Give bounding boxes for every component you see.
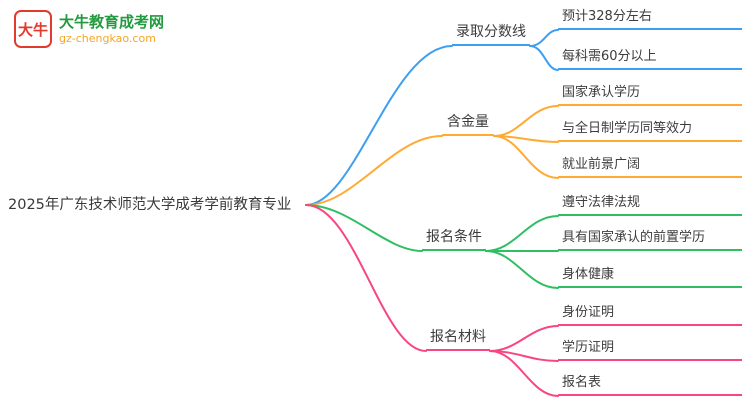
- logo-text-block: 大牛教育成考网 gz-chengkao.com: [59, 13, 164, 46]
- leaf-per-subject-score: 每科需60分以上: [558, 48, 742, 70]
- connector-materials-leaf-2: [489, 350, 559, 397]
- leaf-good-health: 身体健康: [558, 266, 742, 288]
- connector-root-materials: [305, 204, 427, 352]
- logo-title: 大牛教育成考网: [59, 12, 165, 31]
- connector-conditions-leaf-2: [485, 250, 559, 289]
- leaf-employment-prospects: 就业前景广阔: [558, 156, 742, 178]
- leaf-id-proof: 身份证明: [558, 304, 742, 326]
- leaf-obey-laws: 遵守法律法规: [558, 194, 742, 216]
- leaf-registration-form: 报名表: [558, 374, 742, 396]
- logo-cow-icon: 大牛: [14, 10, 52, 48]
- connector-root-value: [305, 135, 443, 206]
- connector-materials-leaf-0: [489, 325, 559, 352]
- branch-admission-score: 录取分数线: [452, 23, 530, 46]
- connector-conditions-leaf-0: [485, 215, 559, 252]
- logo-subtitle: gz-chengkao.com: [59, 31, 156, 45]
- connector-root-admission-score: [305, 45, 453, 206]
- connector-score-leaf-1: [529, 45, 559, 71]
- connector-value-leaf-0: [493, 105, 559, 137]
- branch-value: 含金量: [442, 113, 494, 136]
- leaf-prior-education: 具有国家承认的前置学历: [558, 229, 742, 251]
- branch-conditions: 报名条件: [422, 228, 486, 251]
- leaf-state-recognized: 国家承认学历: [558, 84, 742, 106]
- leaf-expected-score: 预计328分左右: [558, 8, 742, 30]
- connector-root-conditions: [305, 204, 423, 252]
- root-topic: 2025年广东技术师范大学成考学前教育专业: [8, 197, 292, 213]
- leaf-education-proof: 学历证明: [558, 339, 742, 361]
- connector-value-leaf-2: [493, 135, 559, 179]
- leaf-same-as-fulltime: 与全日制学历同等效力: [558, 120, 742, 142]
- connector-score-leaf-0: [529, 29, 559, 47]
- logo: 大牛 大牛教育成考网 gz-chengkao.com: [14, 10, 164, 48]
- branch-materials: 报名材料: [426, 328, 490, 351]
